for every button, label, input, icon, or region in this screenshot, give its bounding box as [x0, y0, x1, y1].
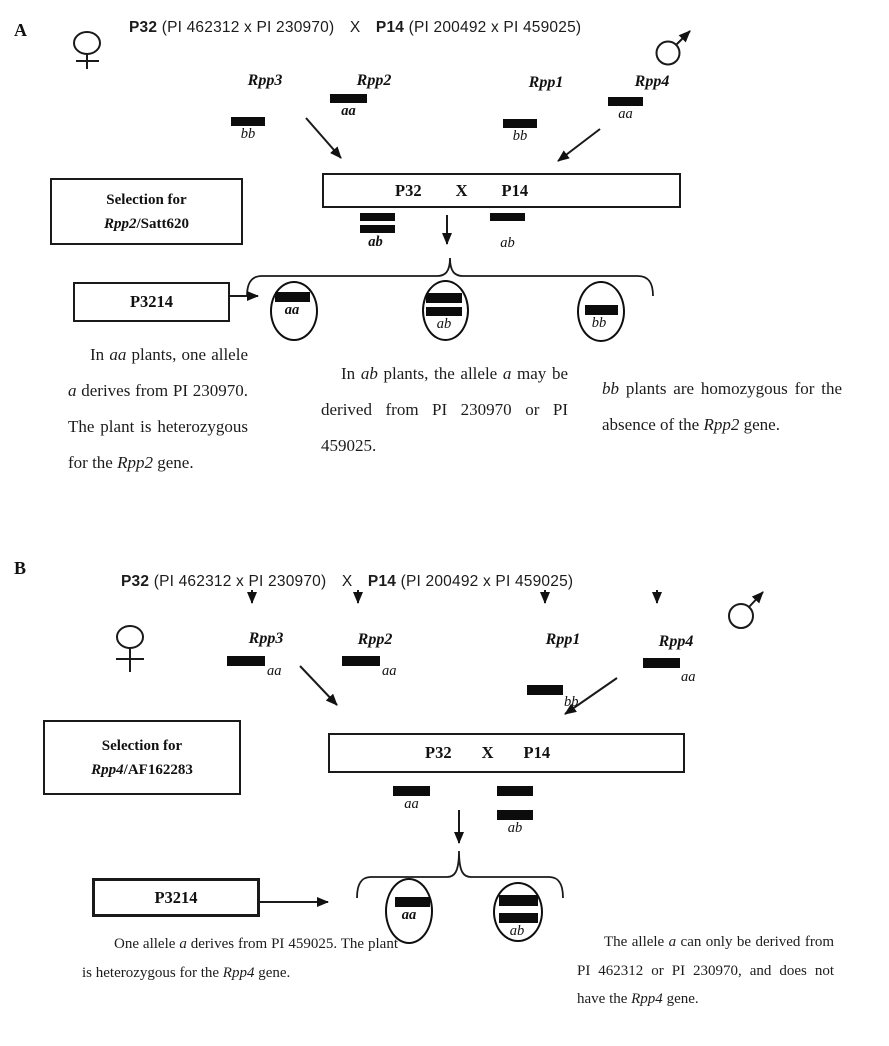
- allele-label-rpp4: aa: [681, 669, 696, 685]
- oval-band: [426, 293, 462, 303]
- allele-label-rpp2: aa: [382, 663, 397, 679]
- female-symbol-icon: [73, 31, 101, 69]
- marker-band-rpp1: [503, 119, 537, 128]
- note-ab-plants: In ab plants, the allele a may be derive…: [321, 364, 568, 455]
- selection-line1: Selection for: [101, 737, 183, 754]
- allele-label-rpp3: aa: [267, 663, 282, 679]
- cross-symbol: X: [341, 573, 353, 590]
- note-bb-plants: bb plants are homozygous for the absence…: [602, 379, 842, 434]
- parent2-pedigree: (PI 200492 x PI 459025): [400, 573, 574, 590]
- allele-label-rpp1: bb: [512, 128, 528, 144]
- marker-band-rpp4: [608, 97, 643, 106]
- cross-x: X: [481, 743, 494, 762]
- gamete-label-right: ab: [507, 820, 523, 836]
- marker-band-rpp1: [527, 685, 563, 695]
- marker-band-rpp3: [231, 117, 265, 126]
- cross-box: P32 X P14: [322, 173, 681, 208]
- gamete-label-left: ab: [368, 234, 383, 250]
- marker-band-rpp2: [330, 94, 367, 103]
- gamete-band: [497, 786, 533, 796]
- gene-label-rpp3: Rpp3: [248, 630, 284, 647]
- gene-label-rpp4: Rpp4: [634, 73, 670, 90]
- cross-parent2: P14: [523, 743, 551, 762]
- oval-allele-label: ab: [509, 923, 525, 939]
- gene-label-rpp2: Rpp2: [357, 631, 393, 648]
- marker-band-rpp4: [643, 658, 680, 668]
- plant-oval-aa: [270, 281, 318, 341]
- oval-band: [395, 897, 430, 907]
- note-ab-plants: The allele a can only be derived from PI…: [577, 934, 835, 1007]
- marker-band-rpp3: [227, 656, 265, 666]
- oval-band: [275, 292, 310, 302]
- selection-gene: Rpp4: [91, 761, 124, 778]
- gamete-band: [497, 810, 533, 820]
- gamete-band: [360, 213, 395, 221]
- parent1-name: P32: [129, 19, 158, 36]
- cross-x: X: [455, 180, 468, 200]
- plant-oval-aa: [385, 878, 433, 944]
- parent1-pedigree: (PI 462312 x PI 230970): [153, 573, 327, 590]
- panel-a-label: A: [14, 20, 27, 40]
- selection-marker: /Satt620: [136, 215, 190, 232]
- marker-band-rpp2: [342, 656, 380, 666]
- gene-label-rpp2: Rpp2: [356, 72, 392, 89]
- gene-label-rpp3: Rpp3: [247, 72, 283, 89]
- parent1-name: P32: [121, 573, 150, 590]
- plant-oval-ab: [493, 882, 543, 942]
- allele-label-rpp4: aa: [618, 106, 633, 122]
- gamete-band: [393, 786, 430, 796]
- gamete-label-right: ab: [500, 235, 515, 251]
- parent2-name: P14: [375, 19, 405, 36]
- selection-line2: Rpp2/Satt620: [104, 212, 189, 236]
- note-aa-plants: One allele a derives from PI 459025. The…: [82, 936, 398, 981]
- oval-band: [585, 305, 618, 315]
- panel-b-title: P32 (PI 462312 x PI 230970) X P14 (PI 20…: [121, 573, 573, 591]
- arrow-rpp-left-to-cross: [299, 665, 338, 706]
- panel-b-label: B: [14, 558, 27, 578]
- cross-parent1: P32: [395, 180, 422, 200]
- progeny-box: P3214: [92, 878, 260, 917]
- oval-allele-label: ab: [436, 316, 452, 332]
- arrow-rpp-right-to-cross: [557, 128, 601, 162]
- progeny-label: P3214: [154, 887, 198, 907]
- gamete-label-left: aa: [404, 796, 419, 812]
- oval-band: [426, 307, 462, 316]
- selection-marker: /AF162283: [123, 761, 193, 778]
- progeny-box: P3214: [73, 282, 230, 322]
- progeny-label: P3214: [129, 292, 174, 311]
- gamete-band: [490, 213, 525, 221]
- selection-line1: Selection for: [106, 191, 187, 208]
- selection-gene: Rpp2: [103, 215, 137, 232]
- gene-label-rpp1: Rpp1: [528, 74, 564, 91]
- cross-parent2: P14: [501, 180, 529, 200]
- oval-band: [499, 913, 538, 923]
- gene-label-rpp1: Rpp1: [545, 631, 581, 648]
- oval-allele-label: aa: [401, 907, 417, 923]
- oval-band: [499, 895, 538, 906]
- gamete-band: [360, 225, 395, 233]
- gene-label-rpp4: Rpp4: [658, 633, 694, 650]
- oval-allele-label: aa: [284, 302, 300, 318]
- selection-box: Selection for Rpp2/Satt620: [50, 178, 243, 245]
- allele-label-rpp3: bb: [240, 126, 256, 142]
- cross-parent1: P32: [425, 743, 452, 762]
- male-symbol-icon: [655, 30, 691, 66]
- male-symbol-icon: [728, 591, 764, 629]
- parent2-name: P14: [367, 573, 397, 590]
- selection-line2: Rpp4/AF162283: [91, 758, 193, 782]
- parent2-pedigree: (PI 200492 x PI 459025): [408, 19, 582, 36]
- female-symbol-icon: [116, 625, 144, 672]
- cross-symbol: X: [349, 19, 361, 36]
- allele-label-rpp2: aa: [341, 103, 356, 119]
- cross-box: P32 X P14: [328, 733, 685, 773]
- arrow-rpp-left-to-cross: [305, 117, 342, 159]
- parent1-pedigree: (PI 462312 x PI 230970): [161, 19, 335, 36]
- note-aa-plants: In aa plants, one allele a derives from …: [68, 345, 248, 472]
- oval-allele-label: bb: [591, 315, 607, 331]
- panel-a-title: P32 (PI 462312 x PI 230970) X P14 (PI 20…: [129, 19, 581, 37]
- allele-label-rpp1: bb: [564, 694, 579, 710]
- selection-box: Selection for Rpp4/AF162283: [43, 720, 241, 795]
